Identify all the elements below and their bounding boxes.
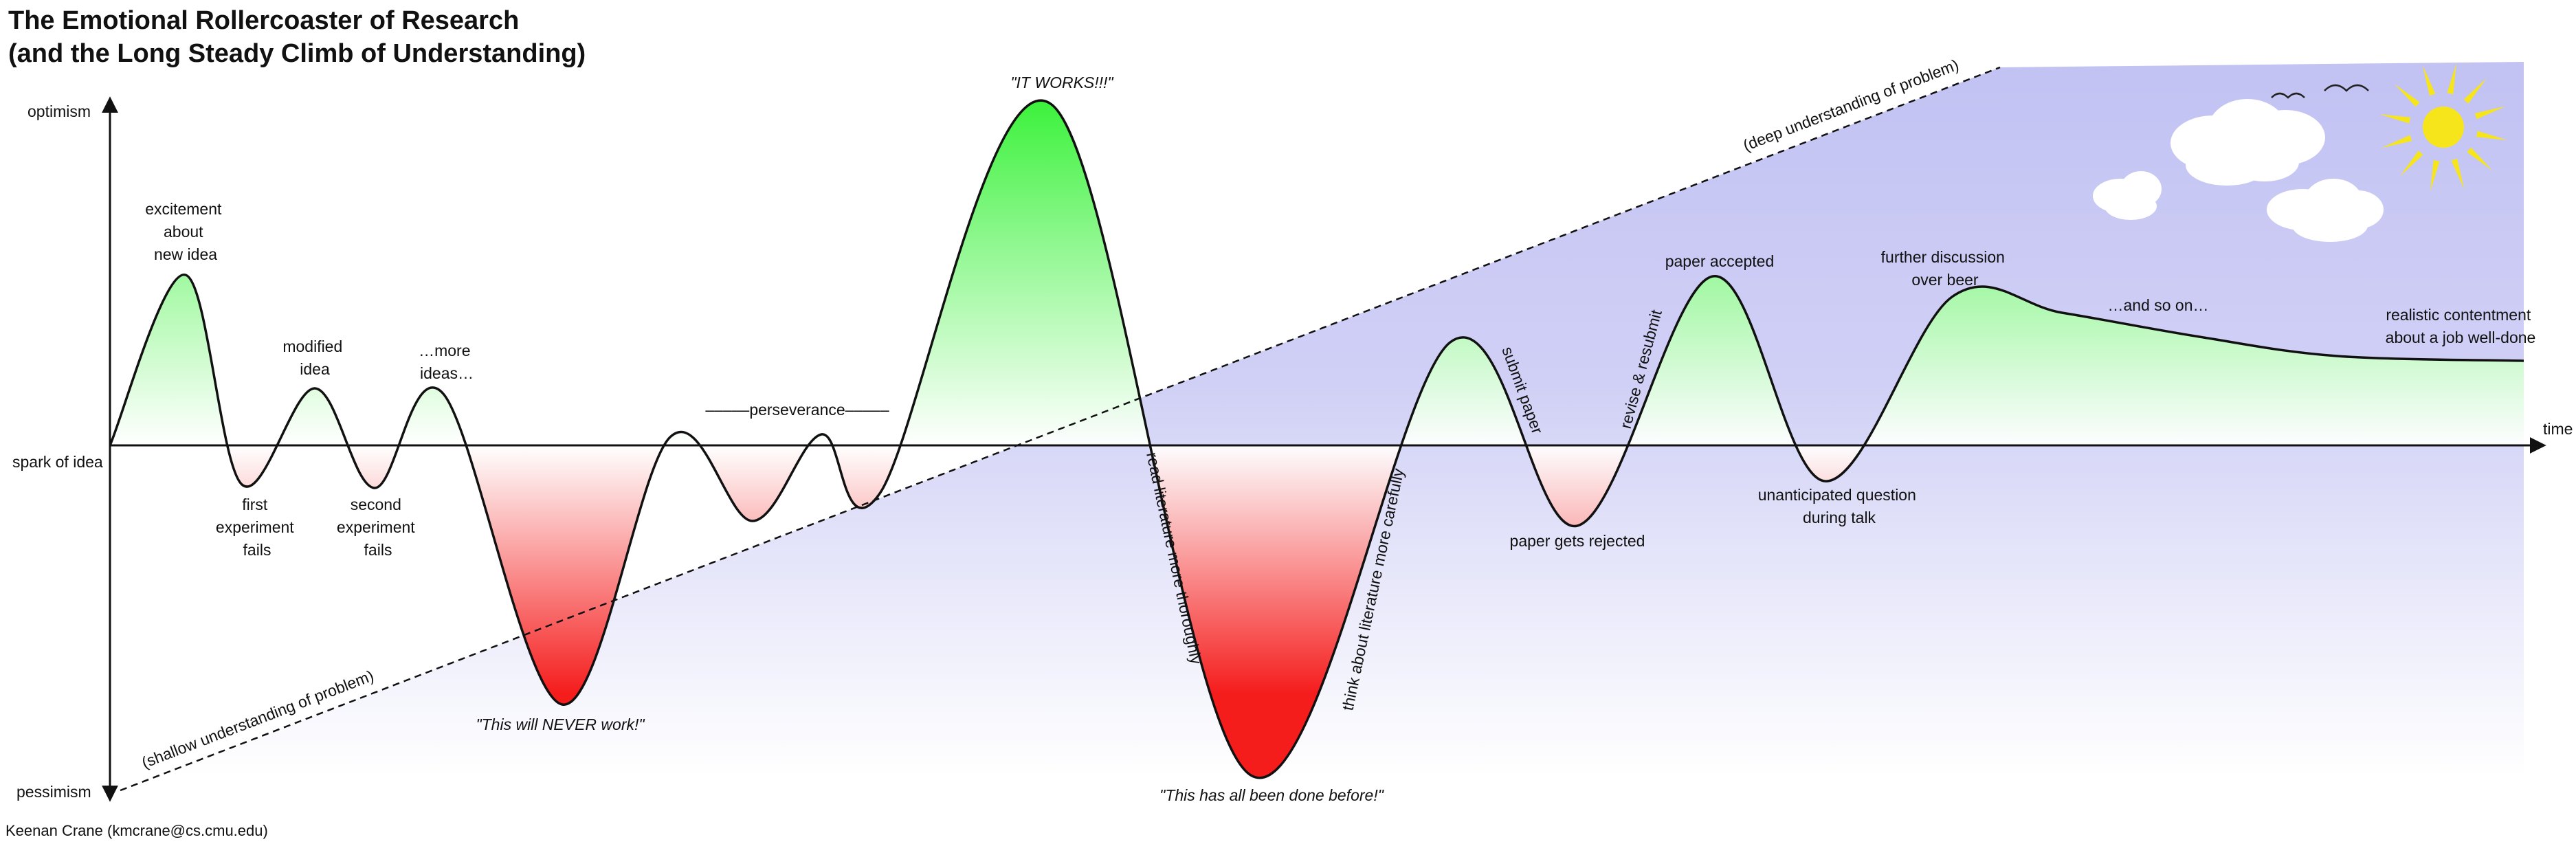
understanding-line: [120, 66, 2001, 792]
sun-ray: [2447, 63, 2456, 95]
label-so-on: …and so on…: [2107, 296, 2208, 314]
sun-disc: [2423, 107, 2464, 148]
sun-ray: [2379, 114, 2411, 124]
label-perseverance: –––––perseverance–––––: [705, 401, 889, 419]
label-first-fail: first experiment fails: [216, 496, 298, 559]
label-accepted: paper accepted: [1665, 252, 1775, 270]
sun-ray: [2394, 84, 2420, 107]
bird-icon: [2324, 84, 2369, 92]
label-discussion: further discussion over beer: [1881, 248, 2010, 289]
label-excitement: excitement about new idea: [145, 200, 226, 263]
label-never-work: "This will NEVER work!": [476, 715, 645, 733]
cloud-icon: [2093, 99, 2384, 242]
sun-ray: [2430, 159, 2440, 192]
title-line-1: The Emotional Rollercoaster of Research: [8, 6, 520, 35]
title-line-2: (and the Long Steady Climb of Understand…: [8, 39, 586, 68]
x-label-time: time: [2543, 420, 2573, 438]
understanding-region: [120, 62, 2524, 790]
sun-ray: [2381, 135, 2412, 148]
y-label-optimism: optimism: [27, 102, 91, 120]
label-rejected: paper gets rejected: [1510, 532, 1645, 550]
label-modified: modified idea: [282, 337, 346, 378]
label-more-ideas: …more ideas…: [419, 342, 475, 382]
pessimism-fill: [110, 445, 2524, 778]
y-label-spark: spark of idea: [12, 453, 103, 471]
label-question: unanticipated question during talk: [1758, 486, 1921, 526]
optimism-fill: [110, 100, 2524, 445]
emotion-curve: [109, 99, 2524, 779]
bird-icon: [2271, 92, 2305, 99]
label-it-works: "IT WORKS!!!": [1010, 74, 1114, 91]
sun-ray: [2400, 151, 2423, 177]
sun-ray: [2463, 78, 2487, 104]
y-label-pessimism: pessimism: [16, 783, 91, 801]
sun-icon: [2379, 63, 2508, 192]
sun-ray: [2422, 65, 2436, 96]
sun-ray: [2476, 131, 2508, 140]
sun-ray: [2451, 158, 2465, 190]
author-credit: Keenan Crane (kmcrane@cs.cmu.edu): [5, 822, 268, 839]
sun-ray: [2474, 106, 2506, 120]
title-block: The Emotional Rollercoaster of Research …: [8, 4, 586, 70]
label-done-before: "This has all been done before!": [1159, 786, 1385, 804]
label-second-fail: second experiment fails: [337, 496, 419, 559]
sun-ray: [2467, 147, 2493, 170]
label-contentment: realistic contentment about a job well-d…: [2386, 306, 2536, 346]
